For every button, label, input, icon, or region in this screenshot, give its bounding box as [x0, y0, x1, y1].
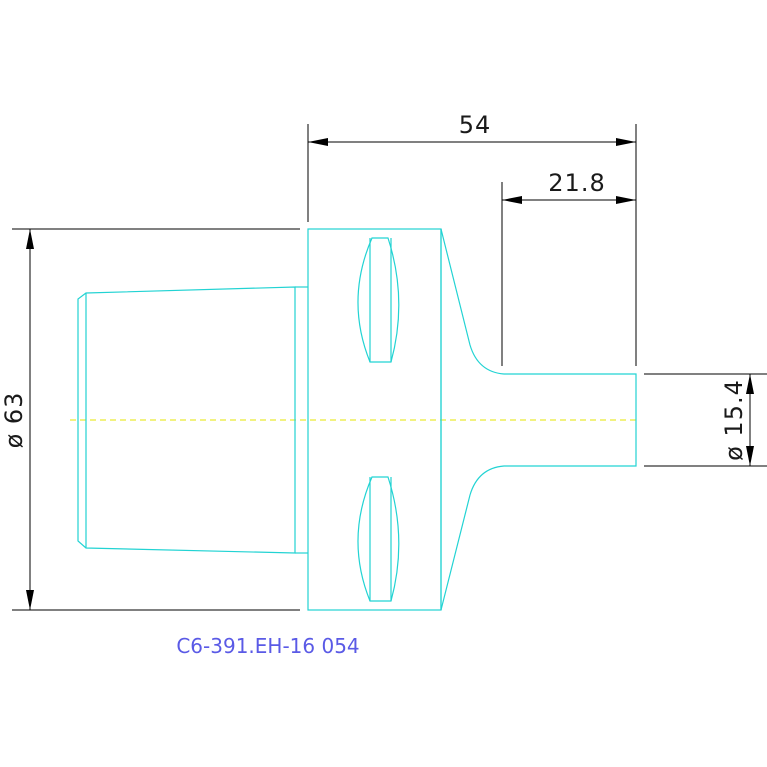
- dim-overall-length: 54: [307, 111, 637, 366]
- tapered-body: [77, 286, 308, 554]
- dim-shank-diameter: ø 15.4: [644, 373, 767, 467]
- key-slot-bottom: [357, 476, 400, 602]
- cone-and-shank: [440, 228, 637, 611]
- dim-15-4-label: ø 15.4: [720, 379, 748, 461]
- flange: [307, 228, 442, 611]
- dim-21-8-label: 21.8: [548, 169, 605, 197]
- key-slot-top: [357, 237, 400, 363]
- dim-54-label: 54: [459, 111, 492, 139]
- dim-flange-diameter: ø 63: [0, 228, 300, 611]
- part-number-label: C6-391.EH-16 054: [176, 634, 359, 658]
- dim-shank-length: 21.8: [501, 169, 636, 366]
- dim-63-label: ø 63: [0, 392, 28, 449]
